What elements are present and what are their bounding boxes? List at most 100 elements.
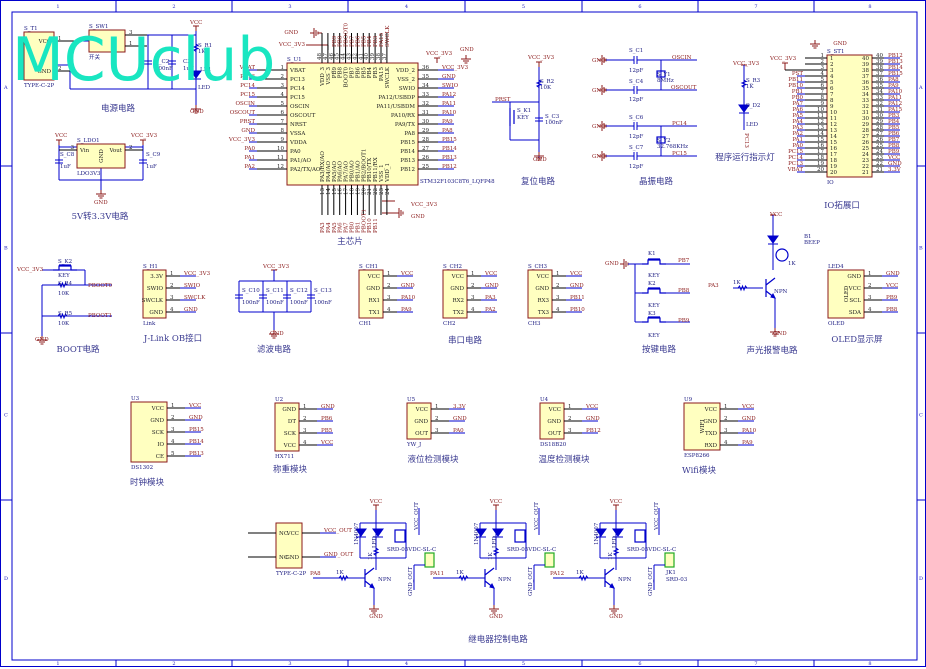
pin-number: 4: [724, 440, 728, 446]
label-filter: S_C10: [242, 288, 260, 294]
component-s-st1: S_ST1IO11223344PST55PB1166PB1077PB188PB0…: [787, 49, 904, 186]
chip-body: [130, 401, 168, 463]
component-inner-label: WIFI: [700, 420, 706, 434]
pin-number: 14: [817, 131, 824, 137]
component-part: LDO3V3: [77, 171, 101, 177]
pin-name: SCL: [849, 298, 861, 304]
pin-number: 20: [361, 188, 367, 195]
power-net-label: VCC_3V3: [278, 42, 306, 48]
capacitor-icon: [629, 152, 642, 160]
relay-vcc-label: VCC: [609, 499, 622, 505]
pin-name: 40: [862, 56, 869, 62]
net-label: PB4: [888, 119, 900, 125]
capacitor-icon: [629, 56, 642, 64]
pin-number: 45: [335, 53, 341, 60]
pin-name: SWCLK: [385, 66, 391, 88]
component-ref: U3: [131, 396, 140, 402]
pin-name: VBAT: [289, 68, 306, 74]
pin-name: SCK: [152, 430, 165, 436]
net-label: PA4: [326, 222, 332, 233]
resistor-icon: [740, 79, 748, 88]
net-label: GND: [453, 416, 467, 422]
pin-number: 3: [556, 295, 560, 301]
relay-resistor-label: 1K: [336, 570, 344, 576]
net-label: PB11: [373, 218, 379, 233]
component-part: CH2: [443, 321, 456, 327]
ground-symbol-icon: [96, 190, 106, 199]
label-filter: 100nF: [290, 300, 308, 306]
pin-name: PA8: [404, 131, 415, 137]
pin-number: 19: [355, 188, 361, 195]
label-alarm: BEEP: [804, 240, 820, 246]
pin-name: 30: [862, 116, 869, 122]
section-title-weight: 称重模块: [273, 464, 308, 475]
power-net-label: VCC_3V3: [410, 202, 438, 208]
net-label: PB9: [332, 35, 338, 47]
pin-name: 37: [862, 74, 869, 80]
relay-terminal-block: [664, 552, 675, 568]
pin-number: 41: [358, 53, 364, 60]
label-ldo: S_C8: [60, 152, 75, 158]
net-label: PA0: [792, 143, 803, 149]
label-filter: 100nF: [314, 300, 332, 306]
power-symbol-icon: [434, 57, 440, 63]
component-ref: S_CH1: [359, 264, 378, 270]
component-part: 开关: [89, 53, 101, 61]
pin-name: 35: [862, 86, 869, 92]
component-part: OLED: [828, 321, 845, 327]
net-label: VCC_3V3: [441, 65, 469, 71]
section-title-led: 程序运行指示灯: [715, 152, 775, 163]
net-label: VCC: [320, 440, 333, 446]
pin-name: BOOT0: [344, 67, 350, 88]
pin-number: 20: [817, 167, 824, 173]
pin-name: 26: [862, 140, 869, 146]
pin-name: VCC: [286, 531, 299, 537]
pin-name: 23: [862, 158, 869, 164]
pin-name: 15: [830, 140, 837, 146]
net-label: PBOOT1: [361, 209, 367, 233]
component-ref: U5: [407, 397, 416, 403]
component-ref: S_ST1: [827, 49, 844, 55]
pin-name: VSS_2: [396, 77, 415, 83]
label-led: VCC_3V3: [732, 61, 760, 67]
pin-number: 2: [568, 416, 572, 422]
net-label: PB4: [367, 35, 373, 47]
label-keys: K2: [648, 281, 656, 287]
pin-number: 2: [171, 415, 175, 421]
pin-number: 15: [817, 137, 824, 143]
power-net-label: GND: [284, 30, 298, 36]
label-crystal: S_C1: [629, 48, 643, 54]
frame-column-label-bottom: 2: [172, 661, 175, 667]
pin-name: GND: [282, 407, 296, 413]
frame-column-label: 1: [56, 4, 59, 10]
relay-transistor-label: NPN: [378, 577, 392, 583]
label-filter: S_C13: [314, 288, 332, 294]
pin-name: RX1: [368, 298, 380, 304]
pin-name: GND: [150, 418, 164, 424]
label-alarm: NPN: [774, 289, 788, 295]
component-part: DS18B20: [540, 442, 567, 448]
pin-name: GND: [285, 555, 299, 561]
pin-number: 3: [171, 427, 175, 433]
pin-number: 3: [387, 295, 391, 301]
relay-part-label: SRD-05VDC-SL-C: [387, 547, 436, 553]
net-label: GND_OUT: [324, 552, 354, 558]
capacitor-icon: [259, 290, 267, 303]
ground-symbol-icon: [810, 40, 820, 49]
pin-number: 1: [58, 36, 62, 42]
label-crystal: S_C4: [629, 79, 644, 85]
pin-number: 1: [568, 404, 572, 410]
chip-body: [274, 402, 300, 452]
pin-number: 33: [876, 95, 883, 101]
label-crystal: GND: [592, 154, 606, 160]
label-crystal: S_Y1: [657, 72, 671, 78]
diode-icon: [190, 70, 202, 79]
net-label: VCC: [484, 271, 497, 277]
pin-name: PB10/TX: [367, 158, 373, 182]
pin-name: 7: [830, 92, 834, 98]
chip-body: [76, 143, 126, 169]
label-alarm: PA3: [708, 283, 719, 289]
pin-number: 22: [876, 161, 883, 167]
pin-number: 34: [422, 83, 429, 89]
